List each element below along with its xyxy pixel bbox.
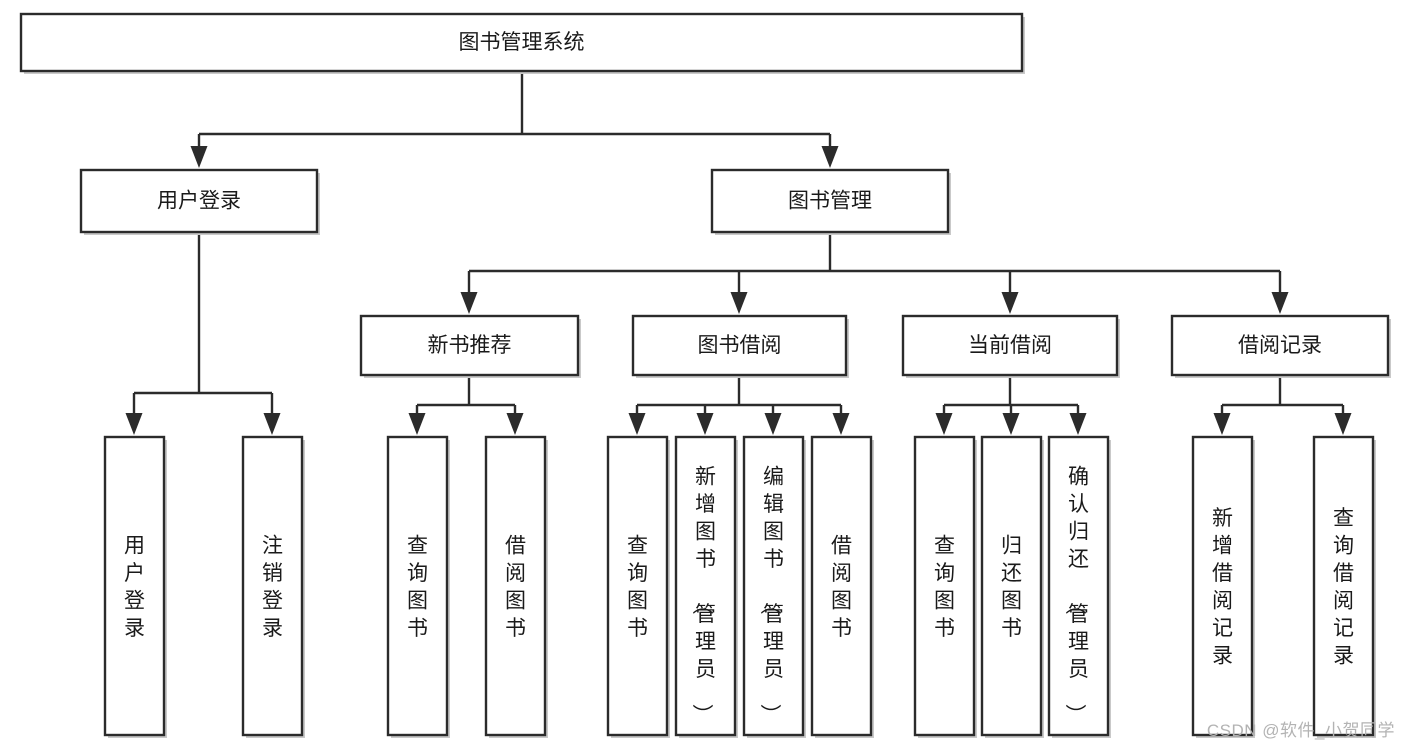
node-borrow-record[interactable]: 借阅记录 (1170, 314, 1391, 378)
node-box[interactable] (79, 168, 319, 234)
node-box[interactable] (631, 314, 848, 377)
arrow-head-icon (764, 413, 782, 435)
arrow-head-icon (408, 413, 426, 435)
node-box[interactable] (386, 435, 449, 737)
connector-layer (125, 71, 1352, 435)
node-label: 借阅记录 (1238, 334, 1322, 357)
node-label: 归还图书 (1001, 534, 1022, 640)
arrow-head-icon (1271, 292, 1289, 314)
node-box[interactable] (1170, 314, 1390, 377)
node-label: 用户登录 (157, 190, 241, 213)
node-box[interactable] (484, 435, 547, 737)
node-leaf-query-book-2[interactable]: 查询图书 (606, 435, 670, 738)
node-box[interactable] (1312, 435, 1375, 737)
node-label: 新增借阅记录 (1212, 507, 1233, 668)
node-box[interactable] (1191, 435, 1254, 737)
node-leaf-add-book[interactable]: 新增图书（管理员） (674, 435, 738, 738)
connector-group (125, 232, 281, 435)
node-leaf-add-record[interactable]: 新增借阅记录 (1191, 435, 1255, 738)
node-label: 图书管理 (788, 190, 872, 213)
node-book-manage[interactable]: 图书管理 (710, 168, 951, 235)
node-label: 新增图书（管理员） (690, 466, 716, 725)
node-leaf-return-book[interactable]: 归还图书 (980, 435, 1044, 738)
connector-group (408, 375, 524, 435)
arrow-head-icon (460, 292, 478, 314)
arrow-head-icon (1001, 292, 1019, 314)
arrow-head-icon (821, 146, 839, 168)
node-box[interactable] (19, 12, 1024, 73)
connector-group (628, 375, 850, 435)
node-root[interactable]: 图书管理系统 (19, 12, 1025, 74)
connector-group (1213, 375, 1352, 435)
node-label: 借阅图书 (505, 534, 526, 640)
node-label: 查询借阅记录 (1333, 507, 1354, 668)
node-box[interactable] (241, 435, 304, 737)
node-label: 注销登录 (262, 534, 283, 640)
node-label: 图书管理系统 (459, 31, 585, 54)
node-label: 当前借阅 (968, 334, 1052, 357)
node-box[interactable] (606, 435, 669, 737)
node-user-login[interactable]: 用户登录 (79, 168, 320, 235)
connector-group (190, 71, 839, 168)
connector-group (460, 232, 1289, 314)
node-book-borrow[interactable]: 图书借阅 (631, 314, 849, 378)
arrow-head-icon (730, 292, 748, 314)
node-box[interactable] (103, 435, 166, 737)
node-box[interactable] (710, 168, 950, 234)
arrow-head-icon (190, 146, 208, 168)
arrow-head-icon (628, 413, 646, 435)
arrow-head-icon (832, 413, 850, 435)
node-leaf-query-book-1[interactable]: 查询图书 (386, 435, 450, 738)
node-new-book-rec[interactable]: 新书推荐 (359, 314, 581, 378)
node-label: 查询图书 (627, 534, 648, 640)
node-leaf-user-logout[interactable]: 注销登录 (241, 435, 305, 738)
node-box[interactable] (810, 435, 873, 737)
node-label: 编辑图书（管理员） (758, 466, 784, 725)
node-box[interactable] (980, 435, 1043, 737)
node-box[interactable] (674, 435, 737, 737)
node-label: 查询图书 (934, 534, 955, 640)
node-leaf-edit-book[interactable]: 编辑图书（管理员） (742, 435, 806, 738)
node-label: 用户登录 (124, 534, 145, 640)
node-box[interactable] (742, 435, 805, 737)
node-layer: 图书管理系统用户登录图书管理新书推荐图书借阅当前借阅借阅记录用户登录注销登录查询… (19, 12, 1391, 738)
node-box[interactable] (913, 435, 976, 737)
node-leaf-confirm-return[interactable]: 确认归还（管理员） (1047, 435, 1111, 738)
node-box[interactable] (901, 314, 1119, 377)
arrow-head-icon (935, 413, 953, 435)
node-leaf-query-record[interactable]: 查询借阅记录 (1312, 435, 1376, 738)
node-box[interactable] (1047, 435, 1110, 737)
node-label: 确认归还（管理员） (1063, 466, 1089, 725)
node-current-borrow[interactable]: 当前借阅 (901, 314, 1120, 378)
node-label: 图书借阅 (698, 334, 782, 357)
arrow-head-icon (1069, 413, 1087, 435)
node-box[interactable] (359, 314, 580, 377)
arrow-head-icon (1334, 413, 1352, 435)
node-label: 借阅图书 (831, 534, 852, 640)
arrow-head-icon (1213, 413, 1231, 435)
watermark-text: CSDN @软件_小贺同学 (1206, 721, 1395, 740)
node-label: 查询图书 (407, 534, 428, 640)
connector-group (935, 375, 1087, 435)
arrow-head-icon (696, 413, 714, 435)
node-leaf-user-login[interactable]: 用户登录 (103, 435, 167, 738)
node-leaf-borrow-book-1[interactable]: 借阅图书 (484, 435, 548, 738)
arrow-head-icon (125, 413, 143, 435)
arrow-head-icon (506, 413, 524, 435)
arrow-head-icon (263, 413, 281, 435)
node-leaf-query-book-3[interactable]: 查询图书 (913, 435, 977, 738)
arrow-head-icon (1002, 413, 1020, 435)
node-leaf-borrow-book-2[interactable]: 借阅图书 (810, 435, 874, 738)
node-label: 新书推荐 (428, 334, 512, 357)
